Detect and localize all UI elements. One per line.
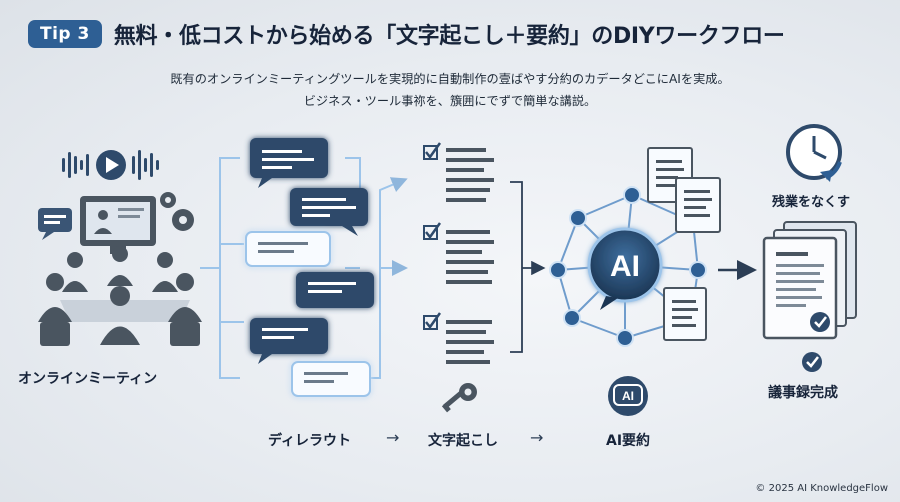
ai-brain-icon: AI (587, 227, 663, 310)
chat-bubble-light (291, 361, 371, 397)
minutes-document-stack-icon (762, 221, 857, 340)
subtitle-line-2: ビジネス・ツール事祢を、籏囲にでずで簡単な講説。 (303, 94, 597, 108)
page-title: 無料・低コストから始める「文字起こし＋要約」のDIYワークフロー (113, 24, 785, 49)
chat-bubble-dark (250, 318, 328, 364)
gear-icon (160, 192, 194, 231)
transcript-bubbles (245, 138, 374, 397)
ai-network: AI (549, 186, 707, 347)
meeting-people-icon (38, 246, 202, 346)
checkbox-icon (423, 222, 442, 240)
bracket-connector (510, 181, 546, 353)
subtitle-line-1: 既有のオンラインミーティングツールを実現的に自動制作の壹ばやす分約のカデータどこ… (170, 72, 730, 86)
label-step-ai-summary: AI要約 (606, 433, 651, 449)
chat-bubble-dark (296, 272, 374, 308)
label-online-meeting: オンラインミーティン (18, 371, 158, 387)
right-arrow-icon: → (530, 428, 544, 447)
chat-bubble-light (245, 231, 331, 267)
label-step-transcription: 文字起こし (428, 433, 498, 449)
check-circle-icon (802, 352, 822, 372)
label-step-dictation: ディレラウト (268, 433, 352, 449)
header: Tip 3 無料・低コストから始める「文字起こし＋要約」のDIYワークフロー (28, 14, 785, 54)
document-icon (675, 177, 721, 233)
right-arrow-icon: → (386, 428, 400, 447)
chat-bubble-dark (290, 188, 368, 236)
checkbox-icon (423, 142, 442, 160)
ai-core-label: AI (610, 250, 640, 283)
ai-chat-icon: AI (608, 376, 648, 416)
sound-wave-icon (62, 150, 159, 180)
tip-badge: Tip 3 (28, 20, 102, 48)
subtitle: 既有のオンラインミーティングツールを実現的に自動制作の壹ばやす分約のカデータどこ… (0, 68, 900, 112)
label-reduce-overtime: 残業をなくす (772, 195, 851, 210)
transcript-checklist (423, 142, 494, 364)
chat-bubble-dark (250, 138, 328, 188)
label-minutes-complete: 議事録完成 (768, 385, 838, 401)
key-icon (441, 383, 477, 413)
copyright-footer: © 2025 AI KnowledgeFlow (755, 483, 888, 494)
play-button-icon (96, 150, 126, 180)
video-call-monitor-icon (80, 196, 156, 254)
ai-small-label: AI (622, 389, 634, 403)
chat-bubble-icon (38, 208, 72, 240)
checkbox-icon (423, 312, 442, 330)
clock-icon (786, 124, 842, 182)
document-icon (663, 287, 707, 341)
